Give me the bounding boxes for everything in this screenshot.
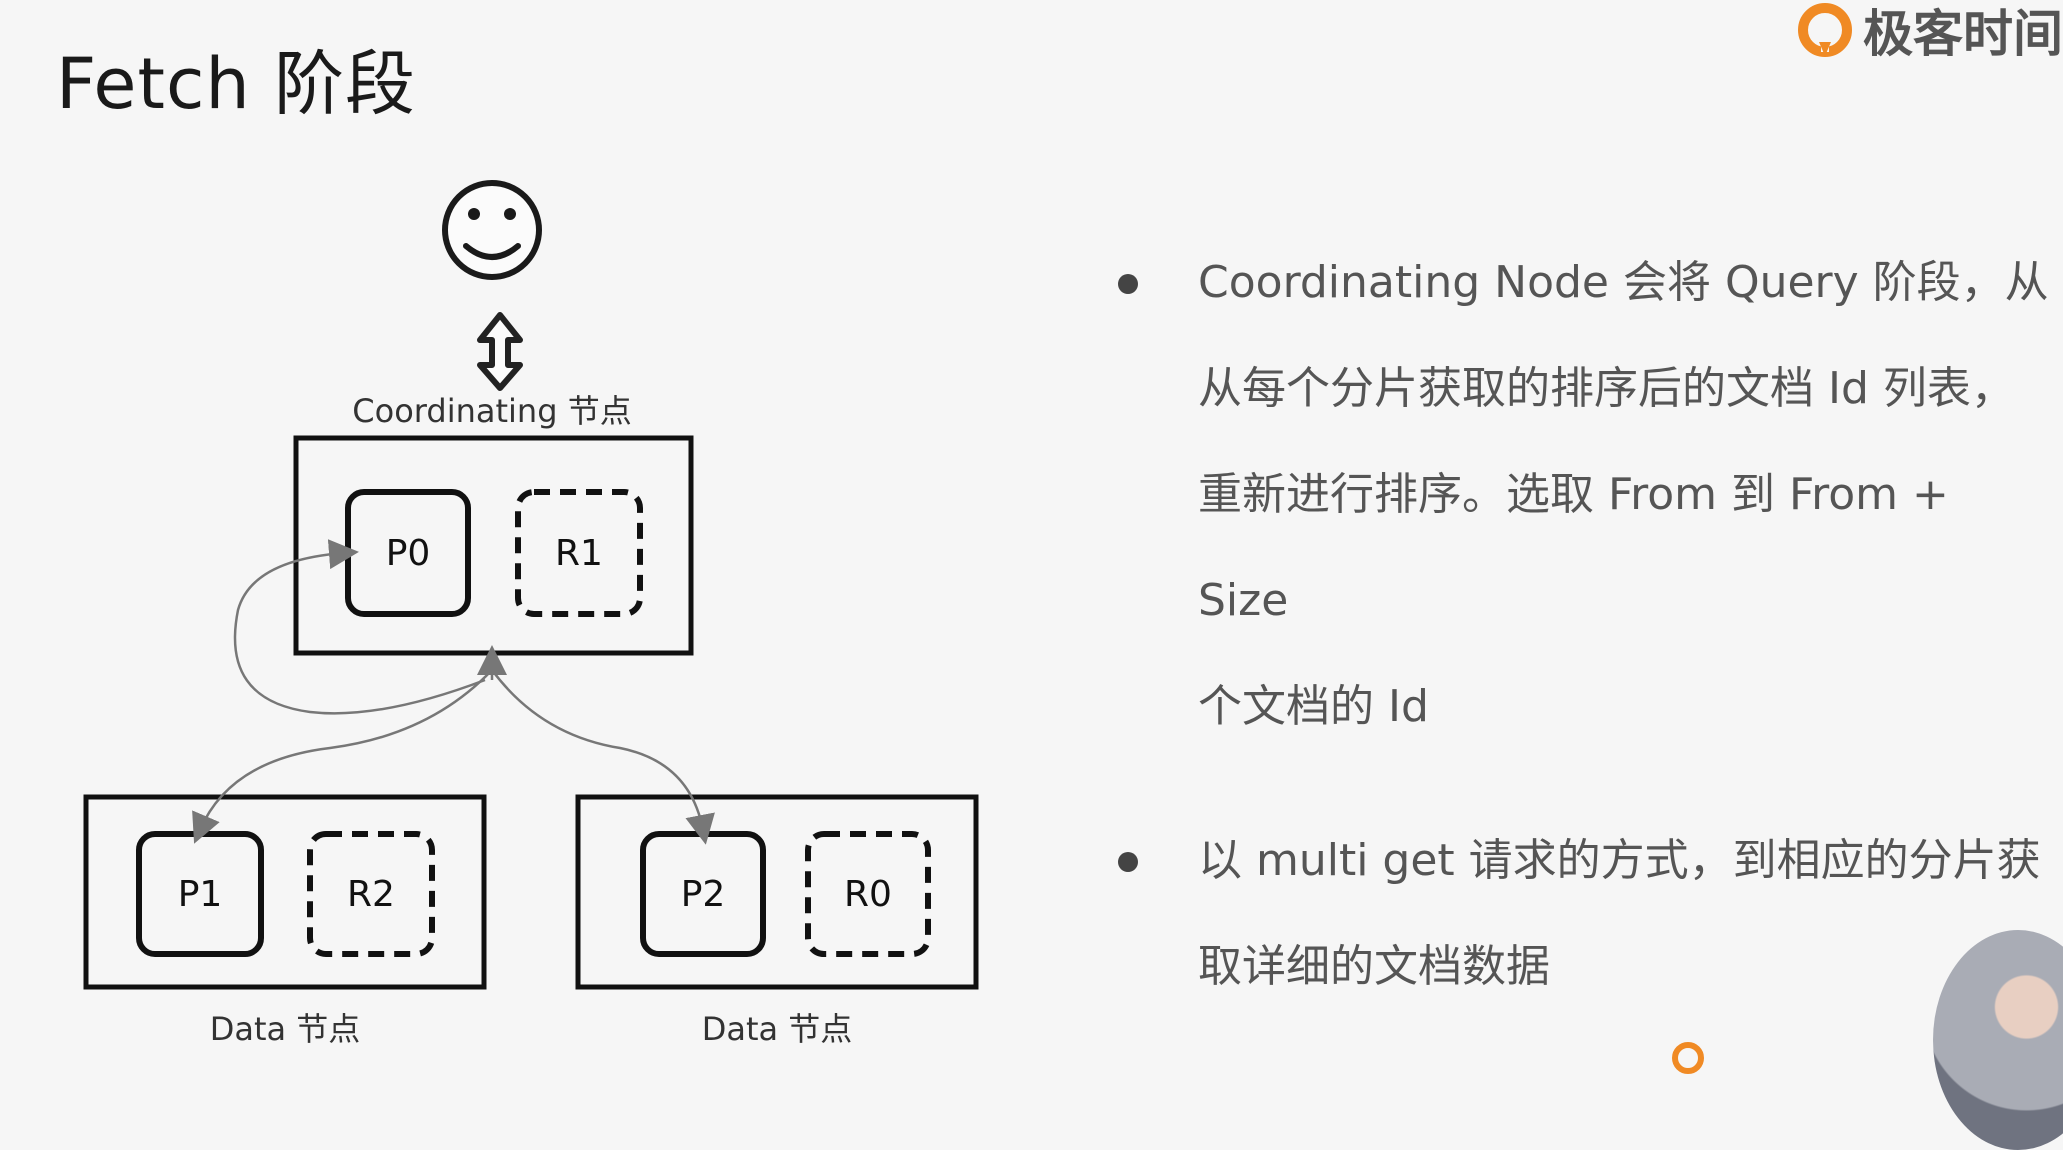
bullet-dot [1118, 852, 1138, 872]
data-node-2-label: Data 节点 [702, 1010, 853, 1048]
user-smiley-icon [442, 180, 542, 280]
bullet-line: 从每个分片获取的排序后的文档 Id 列表， [1198, 363, 2015, 414]
shard-r1: R1 [515, 489, 643, 617]
arrow-to-data-node-1 [192, 669, 493, 844]
bullet-item: Coordinating Node 会将 Query 阶段，从 从每个分片获取的… [1110, 230, 2050, 760]
fetch-phase-diagram: Coordinating 节点 P0 R1 P1 R2 Data 节点 P2 R… [83, 180, 979, 1048]
data-node-1-label: Data 节点 [210, 1010, 361, 1048]
svg-text:R1: R1 [555, 533, 603, 574]
slide-title: Fetch 阶段 [56, 43, 417, 125]
brand-logo: 极客时间 [1797, 0, 2063, 63]
geektime-small-logo-icon [1672, 1042, 1704, 1074]
bullet-dot [1118, 274, 1138, 294]
bullet-line: 重新进行排序。选取 From 到 From + Size [1198, 469, 1949, 626]
bullet-line: 以 multi get 请求的方式，到相应的分片获 [1198, 835, 2041, 886]
svg-text:P1: P1 [178, 874, 223, 915]
data-node-1-box [83, 794, 487, 990]
svg-text:R2: R2 [347, 874, 395, 915]
bullet-item: 以 multi get 请求的方式，到相应的分片获 取详细的文档数据 [1110, 808, 2050, 1020]
double-arrow-icon [477, 312, 523, 391]
shard-p2: P2 [640, 831, 766, 957]
geektime-logo-icon [1798, 3, 1852, 57]
bullet-line: 取详细的文档数据 [1198, 941, 1550, 992]
shard-p0: P0 [345, 489, 471, 617]
data-node-2-box [575, 794, 979, 990]
arrow-to-data-node-2 [490, 669, 715, 845]
shard-r0: R0 [805, 831, 931, 957]
arrow-to-coordinating [233, 539, 486, 715]
svg-text:R0: R0 [844, 874, 892, 915]
bullet-line: 个文档的 Id [1198, 681, 1429, 732]
coordinating-node-box [293, 435, 694, 656]
bullet-list: Coordinating Node 会将 Query 阶段，从 从每个分片获取的… [1110, 230, 2050, 1068]
brand-text: 极客时间 [1863, 5, 2063, 63]
shard-p1: P1 [136, 831, 264, 957]
coordinating-node-label: Coordinating 节点 [352, 392, 631, 430]
svg-text:P2: P2 [681, 874, 726, 915]
bullet-line: Coordinating Node 会将 Query 阶段，从 [1198, 257, 2049, 308]
shard-r2: R2 [307, 831, 435, 957]
svg-text:P0: P0 [386, 533, 431, 574]
